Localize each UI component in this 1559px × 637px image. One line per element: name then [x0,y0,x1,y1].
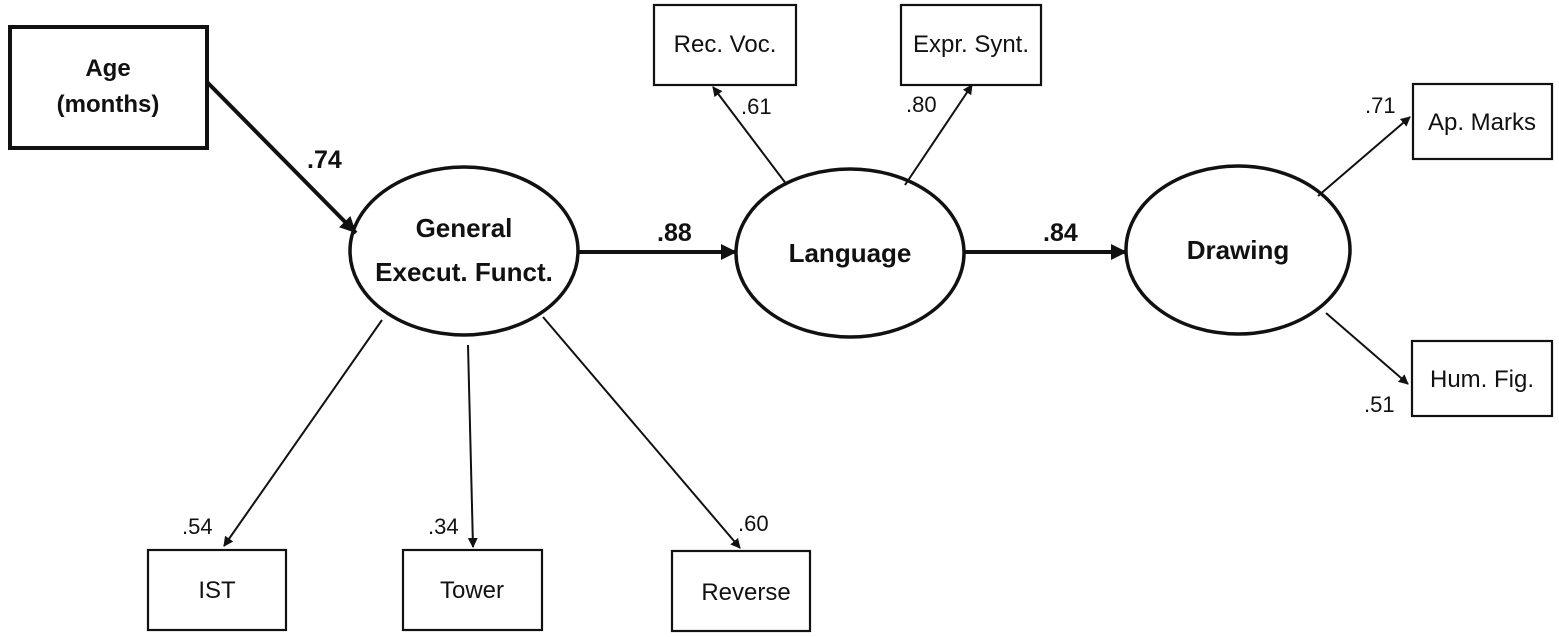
loading-tower-value: .34 [428,514,459,539]
language-node: Language [734,167,966,339]
ist-label: IST [198,577,236,604]
language-label: Language [789,238,912,268]
age-unit-label: (months) [57,91,160,118]
ap-marks-label: Ap. Marks [1428,109,1536,136]
hum-fig-label: Hum. Fig. [1430,366,1534,393]
rec-voc-node: Rec. Voc. [652,3,798,87]
loading-ist-value: .54 [182,514,213,539]
ist-node: IST [146,548,288,632]
loading-hum-fig-value: .51 [1364,392,1395,417]
coef-age-to-gef: .74 [307,146,342,174]
loading-reverse-value: .60 [738,511,769,536]
loading-rec-voc-value: .61 [741,94,772,119]
loading-reverse-arrow [542,316,741,549]
loading-ap-marks-arrow [1317,116,1411,197]
hum-fig-node: Hum. Fig. [1410,339,1554,418]
coef-language-to-drawing: .84 [1043,219,1078,247]
ap-marks-node: Ap. Marks [1411,82,1554,161]
reverse-label: Reverse [701,579,790,606]
drawing-label: Drawing [1187,235,1290,265]
expr-synt-label: Expr. Synt. [913,31,1029,58]
loading-ist-arrow [223,319,383,547]
loading-expr-synt-value: .80 [906,92,937,117]
drawing-node: Drawing [1124,164,1352,336]
tower-node: Tower [401,548,544,632]
gef-label-line1: General [416,213,513,243]
loading-hum-fig-arrow [1325,312,1409,385]
tower-label: Tower [440,577,504,604]
gef-label-line2: Execut. Funct. [375,257,553,287]
loading-rec-voc-arrow [712,86,788,186]
coef-gef-to-language: .88 [657,219,692,247]
loading-expr-synt-arrow [904,84,973,186]
reverse-node: Reverse [670,549,812,633]
loading-tower-arrow [467,344,478,548]
expr-synt-node: Expr. Synt. [899,3,1043,87]
age-node: Age (months) [8,25,209,150]
age-label: Age [85,55,130,82]
loading-ap-marks-value: .71 [1365,93,1396,118]
rec-voc-label: Rec. Voc. [674,31,777,58]
path-age-to-gef-arrow [205,80,358,235]
gef-node: General Execut. Funct. [348,165,580,337]
